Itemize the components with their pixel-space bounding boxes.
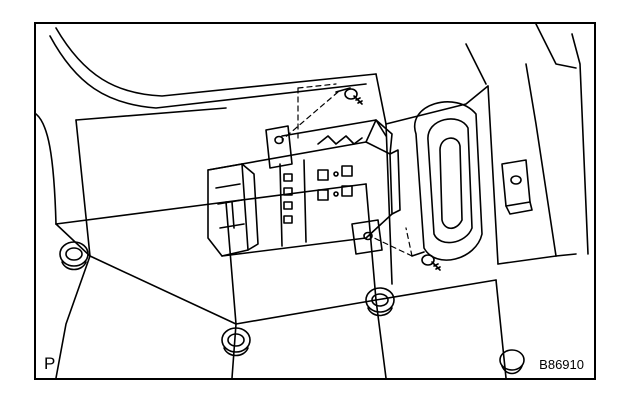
view-code-label: P <box>44 354 56 373</box>
grommet-center <box>365 287 395 317</box>
grommet-bottom-left <box>221 327 251 357</box>
grommet-bottom-right <box>499 349 525 375</box>
bolt-upper <box>335 87 363 105</box>
illustration-frame: P B86910 <box>34 22 596 380</box>
connector-bracket-illustration <box>36 24 589 378</box>
grommet-left <box>59 241 89 271</box>
bolt-lower <box>411 251 441 271</box>
trim-panel <box>36 24 589 378</box>
pillar-clip <box>501 159 533 215</box>
panel-opening <box>413 101 483 261</box>
panel-grommets <box>59 241 525 375</box>
figure-id-label: B86910 <box>539 357 584 372</box>
installation-guides <box>281 83 413 257</box>
connector-bracket <box>207 119 401 257</box>
